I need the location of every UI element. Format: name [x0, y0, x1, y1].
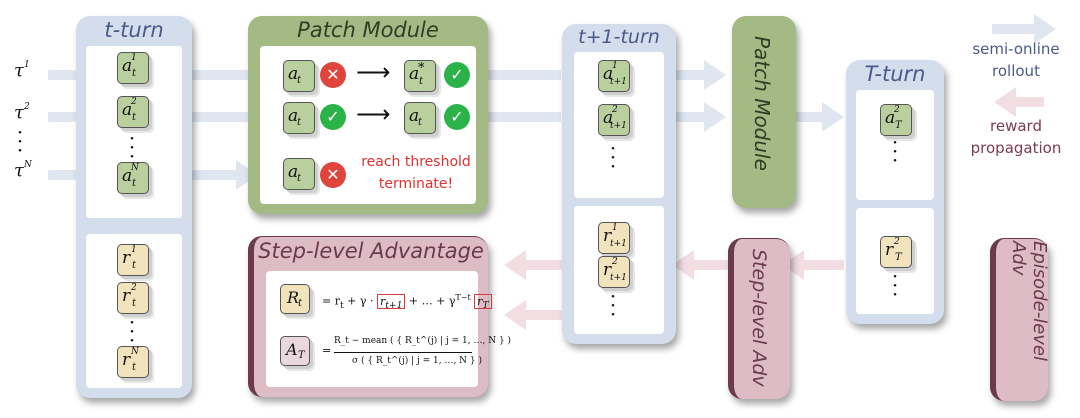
legend-rollout: rollout: [992, 62, 1040, 80]
patch-module-vertical-label: Patch Module: [750, 36, 774, 171]
cross-icon: ✕: [320, 162, 346, 188]
reward-arrow-t1-to-adv-2: [504, 300, 562, 330]
rollout-arrow-patch-to-t1-2: [488, 112, 561, 122]
legend-rollout-arrow: [992, 14, 1056, 44]
reward-arrow-stepadv-to-t1: [672, 250, 728, 280]
rollout-arrow-1: [48, 70, 76, 80]
rollout-arrow-t-to-patch-3: [192, 160, 258, 190]
reach-threshold-text: reach threshold: [361, 154, 471, 170]
action-ellipsis-t1: ···: [609, 136, 617, 178]
action-ellipsis-T: ···: [891, 130, 899, 172]
trajectory-label-2: τ2: [14, 102, 30, 123]
rollout-arrow-t-to-patch-2: [192, 112, 248, 122]
step-level-advantage-box: Step-level Advantage: [248, 236, 488, 397]
rollout-arrow-patch-to-t1-1: [488, 70, 561, 80]
reward-ellipsis-t1: ···: [609, 284, 617, 326]
rollout-arrow-2: [48, 112, 76, 122]
arrow-icon: ⟶: [356, 100, 391, 128]
episode-level-adv-vertical-label: Episode-level Adv: [1008, 241, 1050, 361]
episode-level-adv-vertical: Episode-level Adv: [990, 238, 1050, 401]
check-icon: ✓: [444, 104, 470, 130]
T-turn-title: T-turn: [864, 62, 926, 86]
rollout-arrow-patch2-to-T: [796, 102, 844, 132]
reward-arrow-T-to-stepadv: [782, 250, 844, 280]
patch-module-title: Patch Module: [297, 18, 439, 42]
return-formula: = rt + γ · rt+1 + … + γT−t rT: [322, 293, 492, 311]
action-ellipsis-t: ···: [128, 126, 136, 168]
trajectory-label-1: τ1: [14, 60, 30, 81]
t-turn-title: t-turn: [104, 18, 164, 42]
rollout-arrow-3: [48, 170, 76, 180]
arrow-icon: ⟶: [356, 58, 391, 86]
advantage-formula-numerator: R_t − mean ( { R_t^(j) | j = 1, …, N } ): [334, 336, 512, 346]
t1-turn-title: t+1-turn: [578, 26, 660, 48]
legend-propagation: propagation: [970, 139, 1062, 157]
rollout-arrow-t1-to-patch2-2: [676, 102, 726, 132]
cross-icon: ✕: [320, 62, 346, 88]
advantage-formula-denominator: σ ( { R_t^(j) | j = 1, …, N } ): [352, 356, 483, 366]
rollout-arrow-t-to-patch-1: [192, 70, 248, 80]
legend-reward: reward: [990, 117, 1042, 135]
step-level-adv-vertical: Step-level Adv: [728, 238, 790, 399]
terminate-text: terminate!: [378, 176, 454, 192]
legend-reward-arrow: [994, 87, 1044, 117]
reward-arrow-t1-to-adv-1: [504, 250, 562, 280]
check-icon: ✓: [444, 62, 470, 88]
patch-module-vertical: Patch Module: [732, 16, 796, 208]
legend-semi-online: semi-online: [972, 40, 1060, 58]
advantage-formula-eq: =: [322, 344, 332, 357]
T-turn-column: T-turn: [846, 60, 944, 324]
patch-tile-astar: a*t: [404, 60, 436, 92]
trajectory-ellipsis: ···: [16, 120, 24, 162]
step-level-adv-vertical-label: Step-level Adv: [748, 249, 770, 387]
fraction-bar: [334, 352, 472, 353]
rollout-arrow-t1-to-patch2-1: [676, 60, 726, 90]
reward-ellipsis-t: ···: [128, 310, 136, 352]
check-icon: ✓: [320, 104, 346, 130]
trajectory-label-N: τN: [14, 160, 32, 181]
step-level-advantage-title: Step-level Advantage: [258, 239, 484, 263]
reward-ellipsis-T: ···: [891, 264, 899, 306]
